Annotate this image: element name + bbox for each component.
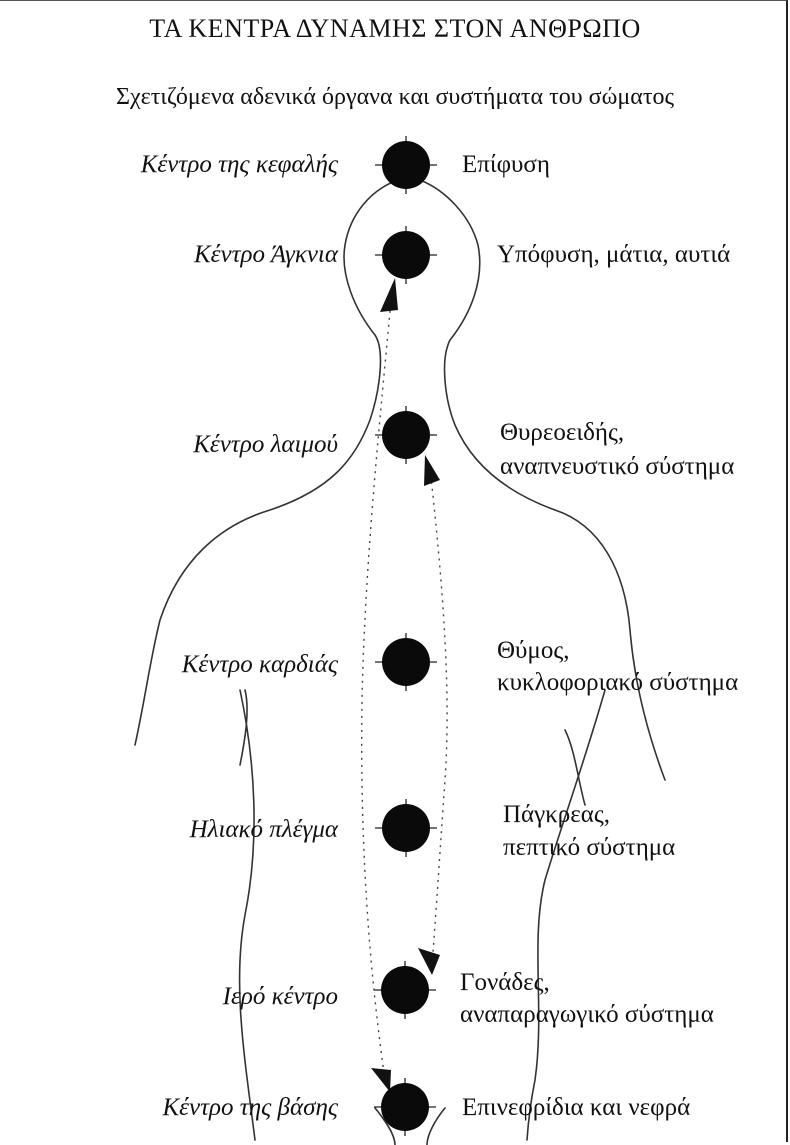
center-label-base: Κέντρο της βάσης: [162, 1093, 338, 1123]
organs-sacral-1: Γονάδες,: [460, 968, 550, 998]
organs-solar-2: πεπτικό σύστημα: [503, 833, 675, 863]
organs-head: Επίφυση: [462, 150, 550, 180]
center-label-throat: Κέντρο λαιμού: [193, 430, 338, 460]
energy-center-dot-heart: [375, 633, 437, 691]
center-label-agnia: Κέντρο Άγκνια: [194, 240, 338, 270]
organs-heart-1: Θύμος,: [497, 636, 570, 666]
energy-center-dot-base: [374, 1078, 436, 1136]
organs-throat-2: αναπνευστικό σύστημα: [500, 452, 734, 482]
organs-heart-2: κυκλοφοριακό σύστημα: [497, 668, 738, 698]
organs-sacral-2: αναπαραγωγικό σύστημα: [460, 1000, 714, 1030]
organs-solar-1: Πάγκρεας,: [503, 800, 610, 830]
energy-path-inner: [430, 468, 447, 965]
page-subtitle: Σχετιζόμενα αδενικά όργανα και συστήματα…: [0, 82, 790, 112]
arrowhead-down-base: [371, 1068, 391, 1092]
leg-arc-right: [427, 1108, 445, 1145]
arrowhead-down-sacral: [418, 948, 440, 975]
torso-line-right: [527, 690, 605, 1140]
arrowhead-up-agnia: [380, 278, 398, 312]
arrowhead-up-throat: [424, 455, 440, 486]
energy-center-dot-solar: [375, 799, 437, 857]
arm-line-left: [240, 690, 247, 765]
organs-agnia: Υπόφυση, μάτια, αυτιά: [497, 240, 730, 270]
energy-center-dot-head: [375, 136, 437, 194]
center-label-sacral: Ιερό κέντρο: [223, 982, 338, 1012]
page-title: ΤΑ ΚΕΝΤΡΑ ΔΥΝΑΜΗΣ ΣΤΟΝ ΑΝΘΡΩΠΟ: [0, 14, 790, 44]
energy-path-outer: [362, 290, 392, 1080]
energy-center-dot-agnia: [375, 226, 437, 284]
energy-center-dot-sacral: [374, 961, 436, 1019]
center-label-solar: Ηλιακό πλέγμα: [190, 815, 338, 845]
energy-center-dot-throat: [375, 406, 437, 464]
organs-throat-1: Θυρεοειδής,: [500, 418, 624, 448]
organs-base: Επινεφρίδια και νεφρά: [462, 1093, 690, 1123]
center-label-head: Κέντρο της κεφαλής: [141, 150, 338, 180]
center-label-heart: Κέντρο καρδιάς: [182, 650, 338, 680]
